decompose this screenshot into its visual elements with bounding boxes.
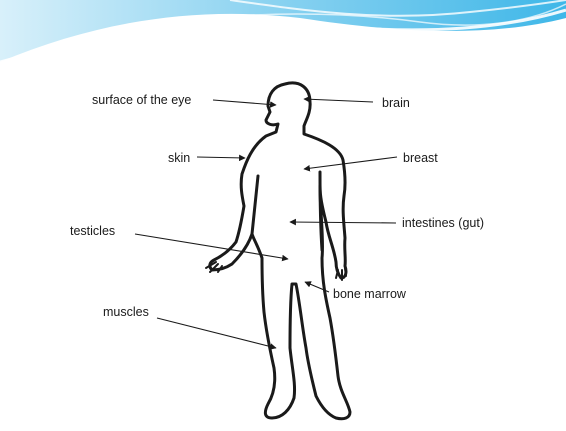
body-outline	[210, 83, 350, 419]
label-brain: brain	[382, 96, 410, 110]
label-muscles: muscles	[103, 305, 149, 319]
arrow-breast	[304, 157, 397, 169]
right-arm-inner-line	[320, 172, 322, 250]
left-arm-inner-line	[252, 176, 258, 234]
label-breast: breast	[403, 151, 438, 165]
arrow-brain	[304, 99, 373, 102]
arrow-skin	[197, 157, 245, 158]
label-surface-of-the-eye: surface of the eye	[92, 93, 191, 107]
arrow-intestines	[290, 222, 396, 223]
label-bone-marrow: bone marrow	[333, 287, 406, 301]
label-intestines: intestines (gut)	[402, 216, 484, 230]
arrow-muscles	[157, 318, 276, 348]
arrow-testicles	[135, 234, 288, 259]
label-skin: skin	[168, 151, 190, 165]
arrow-surface-eye	[213, 100, 276, 105]
label-testicles: testicles	[70, 224, 115, 238]
header-wave	[0, 0, 566, 62]
